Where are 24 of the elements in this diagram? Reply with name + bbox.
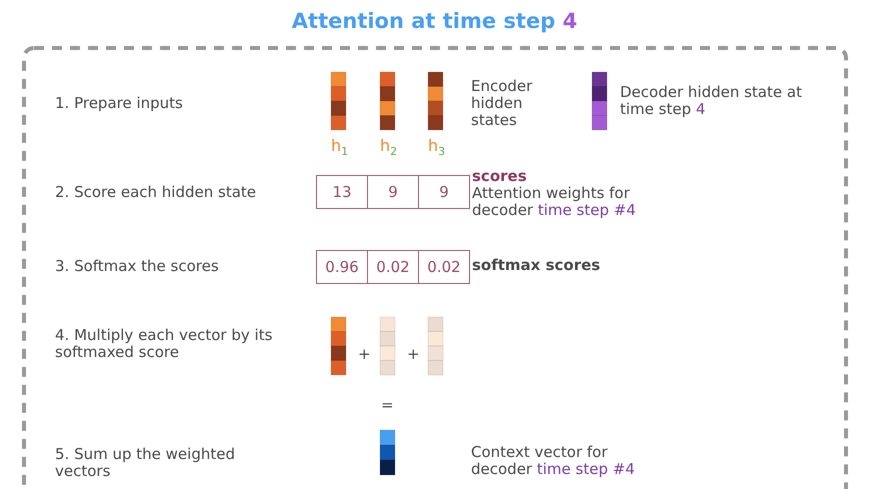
softmax-heading: softmax scores — [472, 257, 602, 274]
plus-sign: + — [407, 346, 421, 363]
plus-sign: + — [358, 346, 372, 363]
score-value: 0.02 — [367, 250, 419, 284]
score-value: 13 — [316, 175, 368, 209]
scores-description: Attention weights for decoder time step #4 — [472, 185, 637, 219]
vector-label: Decoder hidden state at time step 4 — [620, 84, 803, 118]
vector-label: Encoder hidden states — [471, 78, 534, 129]
scores-heading: scores — [472, 168, 528, 185]
step-label: 1. Prepare inputs — [55, 95, 184, 112]
step-label: 3. Softmax the scores — [55, 258, 220, 275]
step-label: 2. Score each hidden state — [55, 184, 258, 201]
score-value: 9 — [418, 175, 470, 209]
vector-name: h$_{2}$ — [380, 137, 398, 160]
score-value: 0.02 — [418, 250, 470, 284]
vector-name: h$_{3}$ — [428, 137, 446, 160]
title: Attention at time step 4 — [290, 8, 578, 34]
vector-name: h$_{1}$ — [331, 137, 350, 160]
score-value: 9 — [367, 175, 419, 209]
score-value: 0.96 — [316, 250, 368, 284]
step-label: 4. Multiply each vector by its softmaxed score — [55, 327, 274, 361]
step-label: 5. Sum up the weighted vectors — [55, 446, 236, 480]
equals-sign: = — [381, 397, 395, 414]
context-vector-label: Context vector for decoder time step #4 — [471, 444, 636, 478]
